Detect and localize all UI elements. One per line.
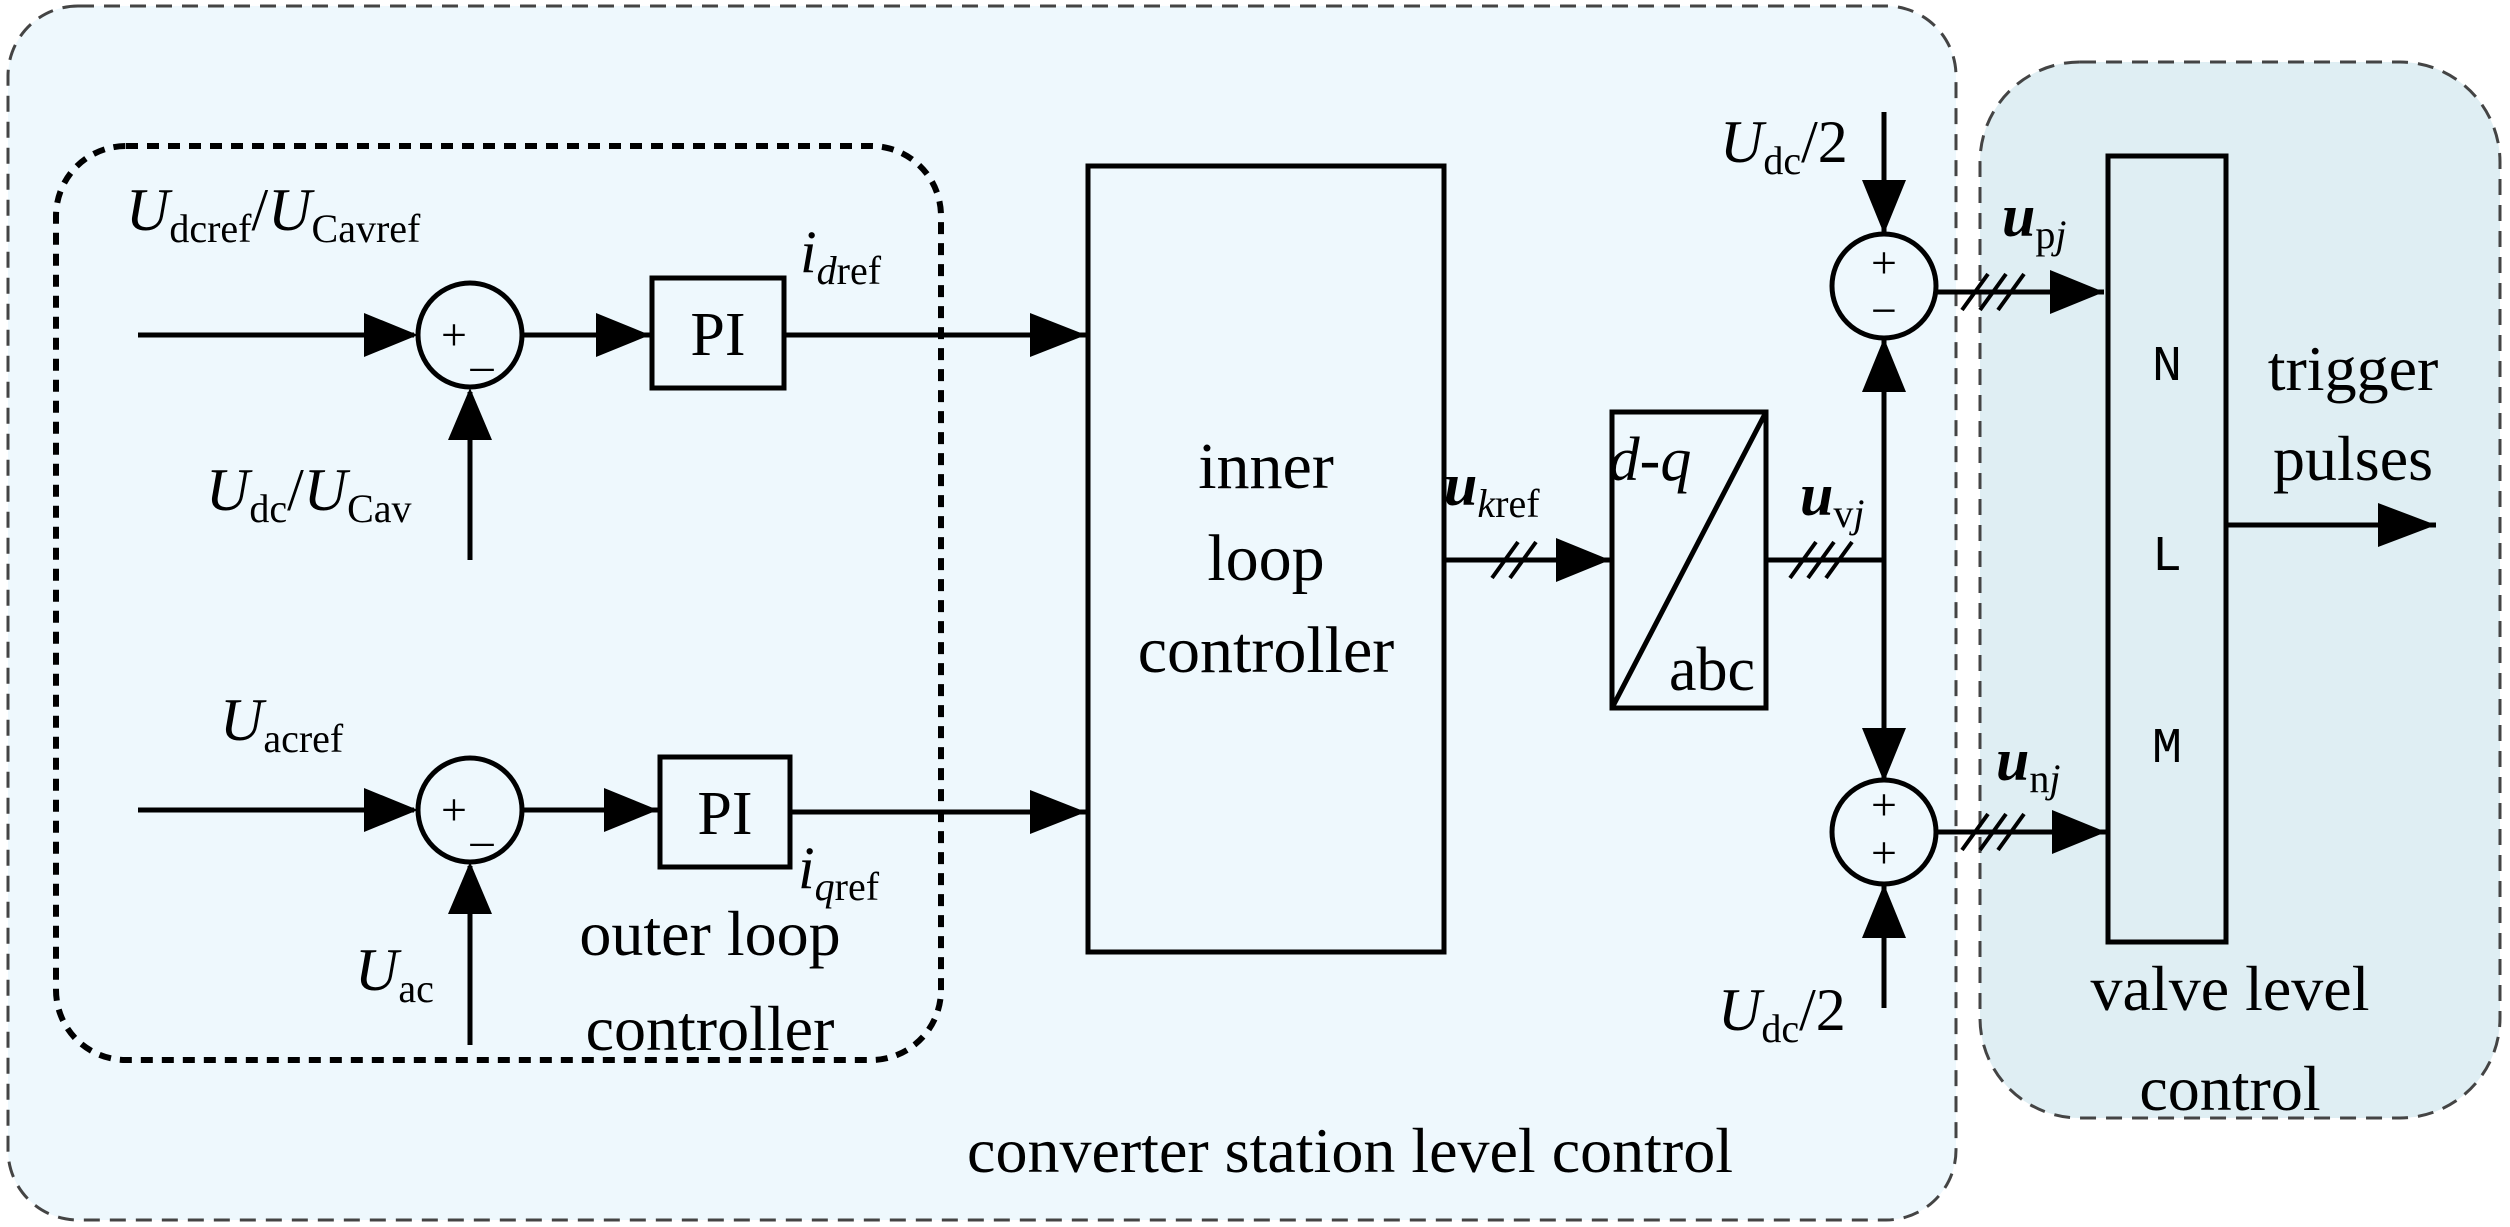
arrowhead — [1556, 538, 1610, 582]
iqref-label: iqref — [798, 835, 880, 909]
nlm-l-label: L — [2152, 529, 2182, 586]
unj-label: unj — [1996, 727, 2061, 801]
arrowhead — [1862, 338, 1906, 392]
arrowhead — [364, 788, 418, 832]
ukref-bus-tick-2 — [1508, 540, 1538, 580]
abc-label: abc — [1669, 636, 1755, 704]
unj-bus-tick-1 — [1960, 812, 1990, 852]
udcref-label: Udcref/UCavref — [126, 177, 421, 251]
uacref-label: Uacref — [220, 687, 344, 761]
uvj-label: uvj — [1800, 462, 1865, 536]
nlm-m-label: M — [2152, 721, 2182, 778]
upj-bus-tick-3 — [1996, 272, 2026, 312]
dq-label: d-q — [1609, 426, 1692, 494]
s1-minus: _ — [470, 324, 495, 375]
arrowhead — [448, 862, 492, 914]
udc-label: Udc/UCav — [206, 457, 412, 531]
outer-loop-region — [53, 143, 944, 1063]
arrowhead — [1862, 728, 1906, 782]
udc2-top-label: Udc/2 — [1720, 109, 1848, 183]
upj-label: upj — [2002, 183, 2067, 257]
s4-plus-bottom: + — [1871, 827, 1897, 878]
udc2-bottom-label: Udc/2 — [1718, 977, 1846, 1051]
ukref-bus-tick-1 — [1490, 540, 1520, 580]
converter-station-region — [6, 4, 1958, 1222]
inner-loop-label-1: inner — [1198, 430, 1334, 503]
arrowhead — [604, 788, 658, 832]
uvj-bus-tick-3 — [1824, 540, 1854, 580]
s2-plus: + — [441, 784, 467, 835]
arrowhead — [364, 313, 418, 357]
unj-bus-tick-2 — [1978, 812, 2008, 852]
arrowhead — [1862, 180, 1906, 234]
nlm-n-label: N — [2152, 339, 2182, 396]
s2-minus: _ — [470, 799, 495, 850]
outer-loop-label-2: controller — [586, 993, 835, 1064]
trigger-label-1: trigger — [2268, 333, 2439, 404]
s1-plus: + — [441, 309, 467, 360]
nlm-block — [2105, 153, 2229, 945]
uvj-bus-tick-1 — [1788, 540, 1818, 580]
converter-station-label: converter station level control — [967, 1115, 1733, 1186]
upj-bus-tick-2 — [1978, 272, 2008, 312]
pi-top-label: PI — [690, 301, 745, 369]
s3-plus: + — [1871, 237, 1897, 288]
inner-loop-label-3: controller — [1138, 614, 1395, 687]
dq-abc-diagonal — [1609, 410, 1769, 710]
arrowhead — [2378, 503, 2436, 547]
arrowhead — [596, 313, 650, 357]
s4-plus-top: + — [1871, 779, 1897, 830]
s3-minus: − — [1871, 285, 1897, 336]
arrowhead — [1030, 313, 1086, 357]
pi-bottom-label: PI — [697, 780, 752, 848]
inner-loop-label-2: loop — [1207, 522, 1324, 595]
unj-bus-tick-3 — [1996, 812, 2026, 852]
arrowhead — [2052, 810, 2106, 854]
arrowhead — [1862, 884, 1906, 938]
arrowhead — [2050, 270, 2104, 314]
trigger-label-2: pulses — [2273, 423, 2433, 494]
uvj-bus-tick-2 — [1806, 540, 1836, 580]
ukref-label: ukref — [1444, 452, 1540, 526]
arrowhead — [448, 388, 492, 440]
idref-label: idref — [800, 219, 882, 293]
arrowhead — [1030, 790, 1086, 834]
upj-bus-tick-1 — [1960, 272, 1990, 312]
valve-level-label-2: control — [2139, 1053, 2320, 1124]
valve-level-label-1: valve level — [2091, 953, 2370, 1024]
uac-label: Uac — [355, 937, 434, 1011]
outer-loop-label-1: outer loop — [579, 898, 840, 969]
